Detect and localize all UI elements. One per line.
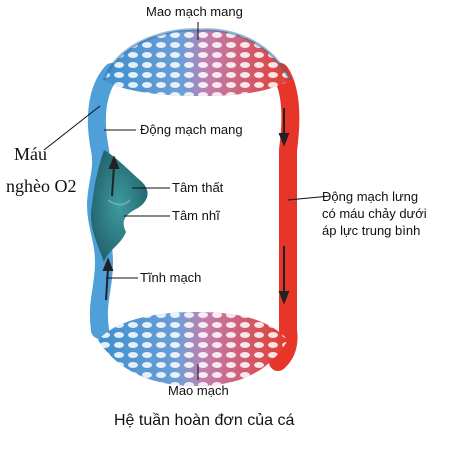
- right-vessel: [269, 63, 300, 371]
- body-capillary-bed: [98, 312, 288, 386]
- label-poor-o2-line2: nghèo O2: [6, 176, 77, 196]
- arrow-up-vein: [105, 267, 109, 301]
- arrow-down-aorta-bottom-head: [278, 291, 290, 305]
- arrow-down-aorta-top-head: [278, 133, 290, 147]
- label-body-capillaries: Mao mạch: [168, 383, 229, 398]
- arrow-up-heart: [111, 165, 115, 197]
- label-poor-o2-line1: Máu: [14, 144, 47, 164]
- label-gill-capillaries: Mao mạch mang: [146, 4, 243, 19]
- label-ventricle: Tâm thất: [172, 180, 224, 195]
- label-dorsal-aorta-line1: Động mạch lưng: [322, 189, 419, 204]
- heart-chambers: [90, 150, 148, 262]
- label-atrium: Tâm nhĩ: [172, 208, 220, 223]
- label-dorsal-aorta-line2: có máu chảy dưới: [322, 206, 427, 221]
- label-dorsal-aorta-line3: áp lực trung bình: [322, 223, 421, 238]
- label-gill-artery: Động mạch mang: [140, 122, 243, 137]
- leader-poor-o2: [43, 105, 101, 151]
- label-dorsal-aorta: Động mạch lưng có máu chảy dưới áp lực t…: [322, 188, 427, 239]
- arrow-up-vein-head: [102, 257, 114, 271]
- label-vein: Tĩnh mạch: [140, 270, 202, 285]
- leader-lines: [43, 22, 331, 380]
- figure-caption: Hệ tuần hoàn đơn của cá: [114, 412, 295, 429]
- leader-dorsal-aorta: [287, 195, 331, 201]
- arrow-up-heart-head: [108, 155, 120, 169]
- flow-arrows: [102, 108, 290, 305]
- gill-capillary-bed: [102, 28, 292, 97]
- heart: [90, 150, 148, 262]
